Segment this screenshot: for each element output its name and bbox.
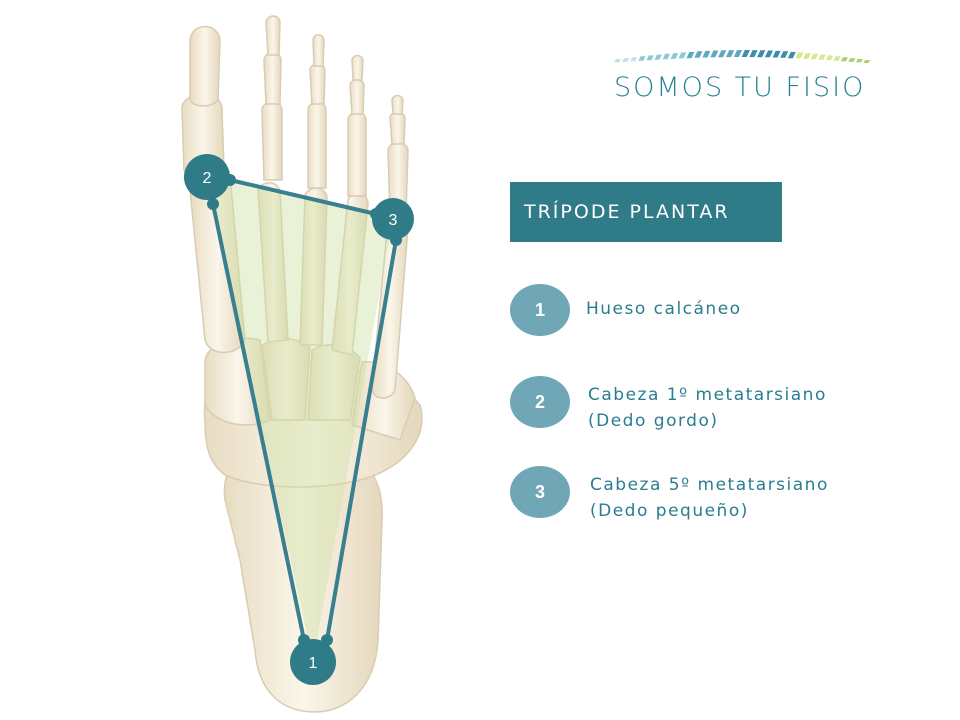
logo-stripe: [662, 53, 671, 60]
logo-stripe: [825, 55, 834, 61]
logo-stripe: [848, 58, 856, 62]
logo-stripe: [780, 51, 789, 58]
legend-number-2: 2: [510, 376, 570, 428]
foot-skeleton-diagram: 2 3 1: [181, 15, 423, 713]
logo-stripe: [856, 59, 863, 63]
logo-text: SOMOS TU FISIO: [614, 72, 866, 103]
logo-stripe: [787, 51, 796, 59]
logo-stripe: [646, 55, 654, 61]
foot-bones: [181, 15, 423, 713]
logo-stripe: [630, 57, 638, 62]
logo-stripe: [749, 50, 758, 58]
legend-number-3: 3: [510, 466, 570, 518]
logo-stripe: [702, 50, 711, 58]
logo-stripes: [612, 50, 871, 63]
legend-line-1: Cabeza 5º metatarsiano: [590, 475, 829, 495]
point-marker-1: 1: [290, 639, 336, 685]
logo-stripe: [863, 60, 871, 63]
logo-stripe: [638, 56, 646, 61]
legend-text-2: Cabeza 1º metatarsiano (Dedo gordo): [588, 382, 827, 434]
legend-line-2: (Dedo gordo): [588, 411, 719, 431]
logo-stripe: [622, 58, 630, 62]
logo-stripe: [725, 50, 735, 58]
logo-stripe: [694, 51, 703, 58]
point-label-1: 1: [309, 655, 318, 672]
point-label-3: 3: [389, 212, 398, 229]
logo-stripe: [772, 50, 781, 58]
point-marker-2: 2: [184, 154, 230, 200]
logo-stripe: [686, 51, 695, 59]
logo-stripe: [795, 52, 804, 59]
logo-stripe: [764, 50, 774, 58]
logo-stripe: [612, 60, 613, 63]
logo-stripe: [810, 53, 819, 60]
legend-line-2: (Dedo pequeño): [590, 501, 749, 521]
logo-stripe: [741, 50, 750, 57]
logo-stripe: [733, 50, 743, 57]
logo-stripe: [718, 50, 727, 58]
logo-stripe: [841, 57, 848, 62]
plantar-tripod-area: [207, 177, 393, 662]
legend-text-3: Cabeza 5º metatarsiano (Dedo pequeño): [590, 472, 829, 524]
legend-line-1: Hueso calcáneo: [586, 299, 742, 319]
logo-stripe: [757, 50, 766, 58]
page-title: TRÍPODE PLANTAR: [524, 201, 730, 223]
point-label-2: 2: [203, 170, 212, 187]
logo-stripe: [678, 52, 687, 59]
logo-stripe: [654, 54, 662, 60]
logo-stripe: [710, 50, 719, 58]
legend-number-1: 1: [510, 284, 570, 336]
logo-stripe: [833, 56, 841, 61]
tripod-lines: [211, 178, 398, 642]
logo-stripe: [803, 53, 811, 59]
logo-stripe: [670, 53, 679, 59]
logo-stripe: [818, 54, 826, 60]
logo-stripe: [614, 59, 621, 63]
legend-text-1: Hueso calcáneo: [586, 296, 742, 322]
legend-line-1: Cabeza 1º metatarsiano: [588, 385, 827, 405]
point-marker-3: 3: [372, 198, 414, 240]
title-box: TRÍPODE PLANTAR: [510, 182, 782, 242]
